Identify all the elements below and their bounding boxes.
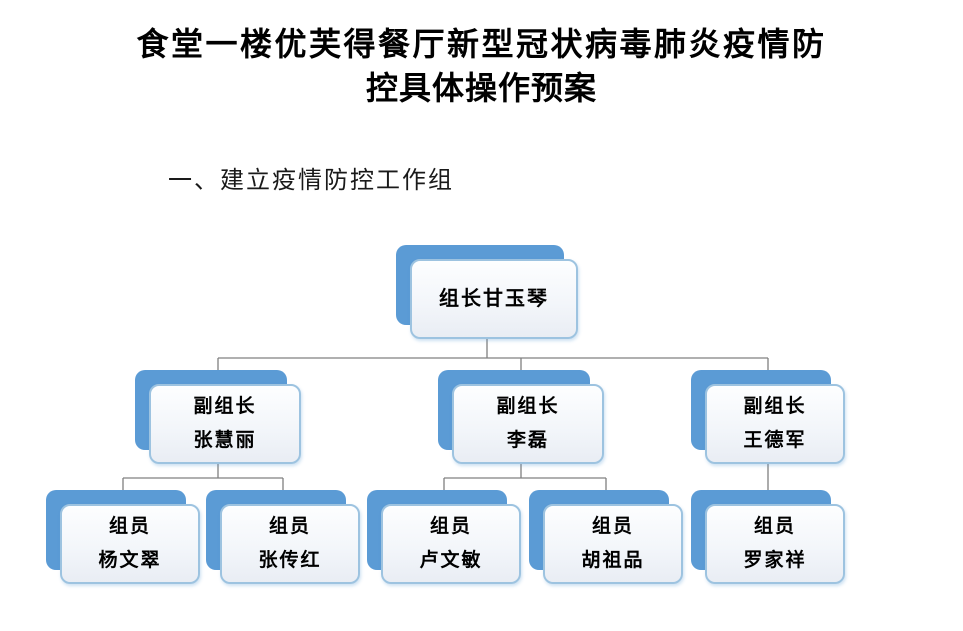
node-name-label: 张慧丽: [193, 430, 257, 451]
org-node-member-5: 组员 罗家祥: [691, 490, 845, 584]
org-node-member-1: 组员 杨文翠: [46, 490, 200, 584]
node-role-label: 组员: [591, 516, 634, 537]
node-role-label: 组员: [753, 516, 796, 537]
org-node-deputy-3: 副组长 王德军: [691, 370, 845, 464]
node-card: 副组长 李磊: [452, 384, 604, 464]
title-line-1: 食堂一楼优芙得餐厅新型冠状病毒肺炎疫情防: [136, 25, 827, 63]
section-heading: 一、建立疫情防控工作组: [168, 166, 454, 194]
node-name-label: 罗家祥: [743, 550, 807, 571]
org-node-member-2: 组员 张传红: [206, 490, 360, 584]
node-role-label: 副组长: [743, 396, 807, 417]
org-node-member-4: 组员 胡祖品: [529, 490, 683, 584]
node-name-label: 卢文敏: [419, 550, 483, 571]
node-card: 组员 张传红: [220, 504, 360, 584]
node-card: 副组长 王德军: [705, 384, 845, 464]
node-role-label: 副组长: [496, 396, 560, 417]
title-line-2: 控具体操作预案: [365, 69, 597, 107]
document-title: 食堂一楼优芙得餐厅新型冠状病毒肺炎疫情防控具体操作预案: [0, 22, 963, 110]
node-name-label: 王德军: [743, 430, 807, 451]
connector-lines: [122, 339, 769, 492]
node-card: 组员 胡祖品: [543, 504, 683, 584]
org-chart: 组长甘玉琴 副组长 张慧丽 副组长 李磊 副组长 王德军: [0, 236, 963, 606]
node-role-label: 组员: [429, 516, 472, 537]
org-node-deputy-1: 副组长 张慧丽: [135, 370, 301, 464]
node-role-label: 副组长: [193, 396, 257, 417]
node-card: 组员 卢文敏: [381, 504, 521, 584]
org-node-leader: 组长甘玉琴: [396, 245, 578, 339]
node-role-label: 组员: [268, 516, 311, 537]
node-name-label: 李磊: [506, 430, 549, 451]
node-card: 组员 杨文翠: [60, 504, 200, 584]
org-node-deputy-2: 副组长 李磊: [438, 370, 604, 464]
node-name-label: 张传红: [258, 550, 322, 571]
node-label: 组长甘玉琴: [439, 288, 549, 310]
node-name-label: 胡祖品: [581, 550, 645, 571]
node-card: 组员 罗家祥: [705, 504, 845, 584]
node-card: 组长甘玉琴: [410, 259, 578, 339]
node-name-label: 杨文翠: [98, 550, 162, 571]
node-role-label: 组员: [108, 516, 151, 537]
node-card: 副组长 张慧丽: [149, 384, 301, 464]
org-node-member-3: 组员 卢文敏: [367, 490, 521, 584]
